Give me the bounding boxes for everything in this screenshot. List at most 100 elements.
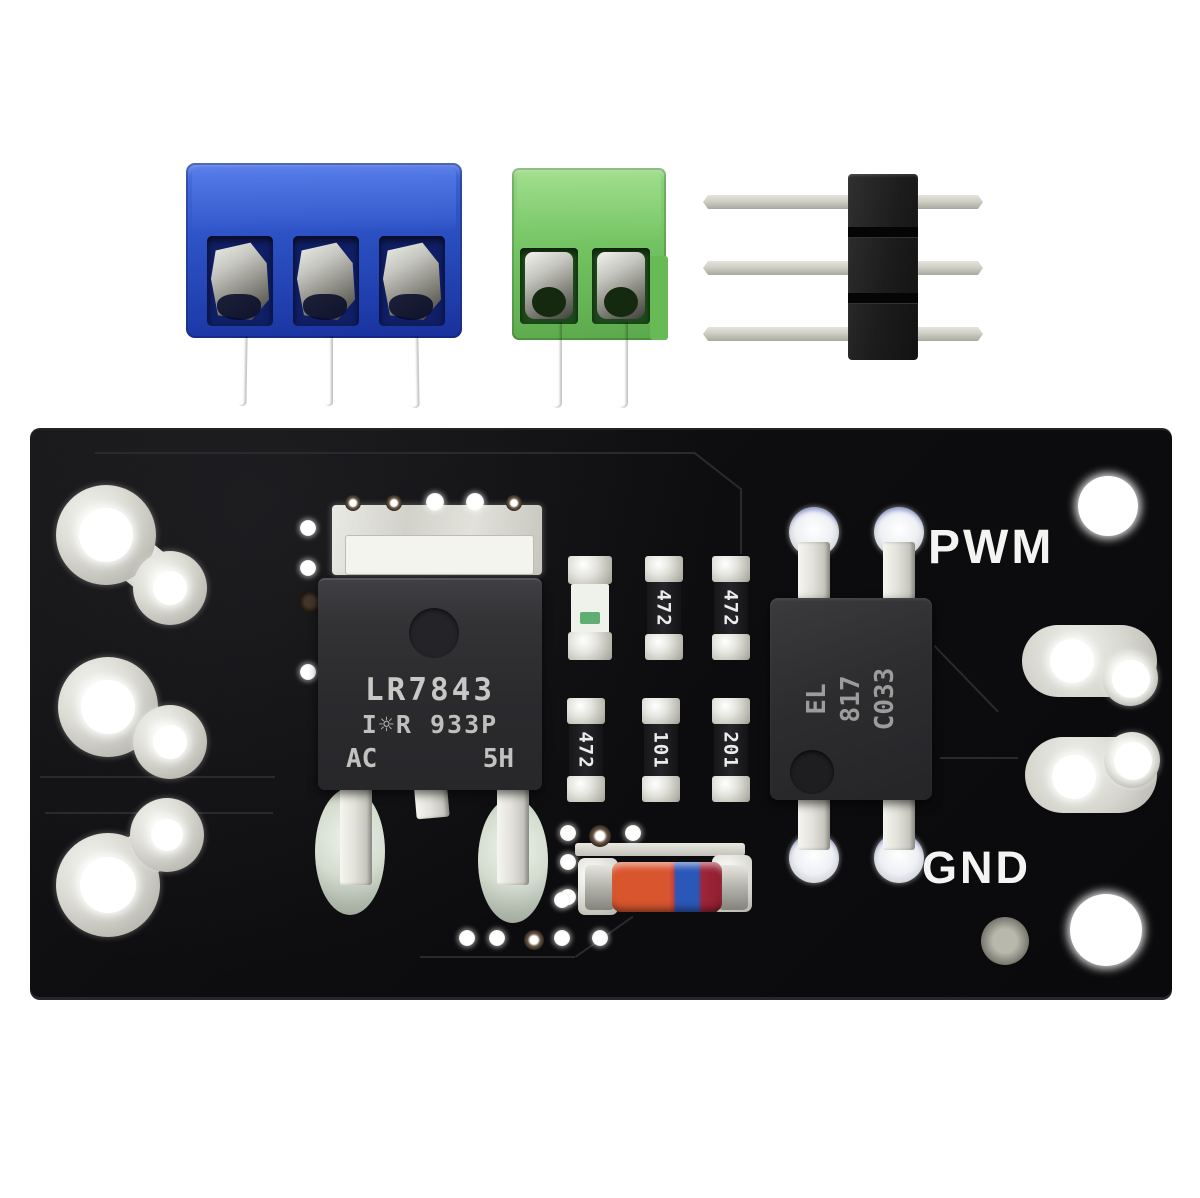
resistor-cap: [642, 776, 680, 802]
terminal-pad-hole: [81, 680, 135, 734]
signal-pad-hole: [1050, 639, 1094, 683]
blue-terminal-clamp-shadow: [303, 294, 347, 320]
resistor: 472: [712, 556, 750, 660]
green-terminal-side-tab: [650, 256, 668, 340]
resistor: 101: [642, 698, 680, 802]
resistor-label: 101: [650, 731, 673, 769]
mosfet-leg: [497, 778, 529, 885]
mosfet-leg: [340, 778, 372, 885]
pcb-trace: [940, 757, 1018, 759]
green-terminal-clamp-hole: [604, 287, 638, 317]
via: [489, 930, 505, 946]
resistor-label: 472: [653, 589, 676, 627]
signal-pad-hole: [1052, 755, 1096, 799]
pcb-trace: [420, 956, 575, 958]
blue-terminal-pin: [409, 336, 419, 408]
led-solder-top: [568, 556, 612, 584]
pcb-trace: [95, 452, 695, 454]
green-terminal-opening: [520, 248, 578, 324]
header-pin: [703, 261, 983, 275]
resistor-body: 472: [714, 582, 748, 634]
mounting-hole: [1078, 476, 1138, 536]
mosfet-part-number: LR7843: [365, 672, 495, 708]
blue-terminal-clamp-shadow: [217, 294, 261, 320]
mosfet-logo-circle: [409, 608, 459, 658]
mosfet-chip: LR7843 I☼R 933P AC 5H: [318, 578, 542, 790]
mosfet-date-codes: AC 5H: [346, 744, 514, 774]
pwm-silkscreen-label: PWM: [928, 521, 1055, 574]
resistor-cap: [645, 556, 683, 582]
diode-trace-bar: [575, 843, 745, 856]
opto-pin1-dot: [790, 750, 834, 794]
green-terminal-clamp-hole: [532, 287, 566, 317]
via-ring: [524, 930, 544, 950]
green-terminal-opening: [592, 248, 650, 324]
opto-leg: [798, 542, 830, 600]
opto-marking: EL 817 C033: [796, 624, 906, 774]
blue-terminal-opening: [207, 236, 273, 326]
resistor-body: 472: [569, 724, 603, 776]
resistor-body: 201: [714, 724, 748, 776]
resistor-cap: [567, 776, 605, 802]
via: [466, 493, 484, 511]
blue-terminal-top-face: [192, 167, 456, 231]
resistor-cap: [642, 698, 680, 724]
blue-terminal-pin: [237, 336, 247, 406]
signal-pad-hole: [1112, 660, 1150, 698]
via: [300, 560, 316, 576]
resistor: 472: [645, 556, 683, 660]
blue-terminal-clamp-shadow: [389, 294, 433, 320]
resistor-cap: [712, 698, 750, 724]
pcb-board: LR7843 I☼R 933P AC 5H 472 472: [30, 428, 1172, 1000]
pcb-trace: [933, 645, 999, 713]
green-terminal-top-face: [517, 172, 661, 242]
pin-header: [703, 174, 983, 360]
opto-line3: C033: [870, 667, 900, 731]
mosfet-tab: [345, 535, 534, 575]
diode-cap: [718, 865, 748, 910]
tented-via: [981, 917, 1029, 965]
resistor-body: 472: [647, 582, 681, 634]
via: [300, 520, 316, 536]
terminal-pad-hole: [80, 857, 136, 913]
header-block-groove: [848, 227, 918, 237]
header-plastic-block: [848, 174, 918, 360]
led-body: [571, 584, 609, 634]
via: [554, 930, 570, 946]
terminal-pad-hole: [153, 571, 187, 605]
resistor-cap: [712, 634, 750, 660]
via: [300, 664, 316, 680]
terminal-pad-hole: [153, 725, 187, 759]
resistor: 472: [567, 698, 605, 802]
opto-line1: EL: [802, 683, 832, 715]
resistor-cap: [712, 776, 750, 802]
blue-terminal-block: [186, 163, 462, 338]
mounting-hole: [1070, 894, 1142, 966]
green-terminal-pin: [618, 322, 628, 408]
opto-line2: 817: [836, 675, 866, 723]
via-ring: [589, 825, 611, 847]
blue-terminal-opening: [379, 236, 445, 326]
via-ring: [506, 495, 522, 511]
led-solder-bottom: [568, 632, 612, 660]
via: [459, 930, 475, 946]
opto-leg: [798, 792, 830, 850]
terminal-pad-hole: [151, 819, 183, 851]
blue-terminal-pin: [324, 336, 333, 406]
smd-led: [568, 556, 612, 660]
zener-diode-body: [612, 862, 722, 912]
via: [560, 854, 576, 870]
resistor-cap: [712, 556, 750, 582]
resistor-cap: [645, 634, 683, 660]
via: [554, 892, 570, 908]
optocoupler-chip: EL 817 C033: [770, 598, 932, 800]
signal-pad-hole: [1114, 742, 1152, 780]
via-ring: [345, 495, 361, 511]
via: [426, 493, 444, 511]
via: [560, 825, 576, 841]
via: [592, 930, 608, 946]
resistor-body: 101: [644, 724, 678, 776]
opto-leg: [883, 792, 915, 850]
mosfet-code-right: 5H: [482, 744, 514, 774]
mosfet-code-left: AC: [346, 744, 378, 774]
